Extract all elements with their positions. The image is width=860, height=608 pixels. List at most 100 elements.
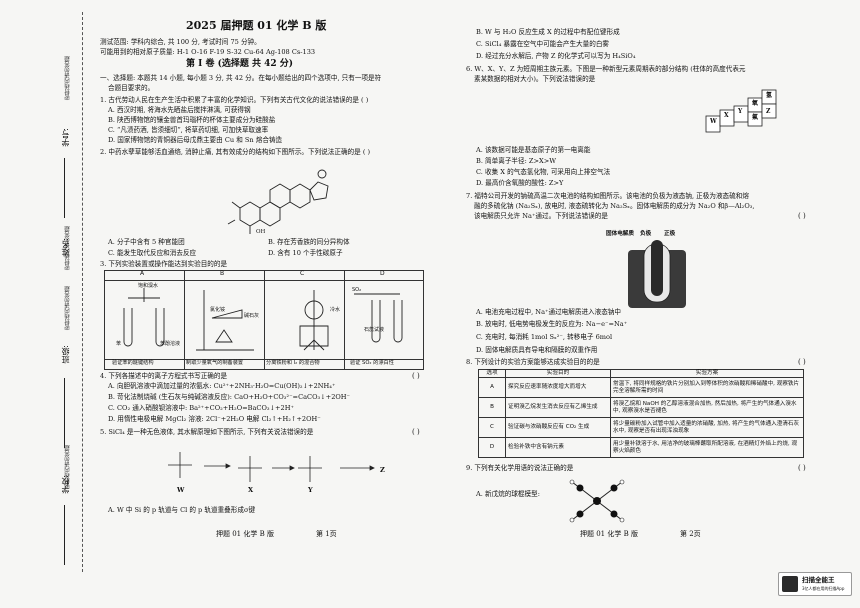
name-label: 姓名: [61,238,70,257]
q3-apparatus-table [104,270,424,370]
q1-option-c: C. “凡渍药酒, 皆须细切”, 将草药切细, 可加快草取速率 [108,126,269,134]
q5-x-label: X [248,486,254,494]
q4-option-c: C. CO₂ 通入硝酸钡溶液中: Ba²⁺+CO₂+H₂O=BaCO₃↓+2H⁺ [108,404,294,412]
q6-cube-periodic-figure [705,89,777,133]
q6-cube-w: W [710,118,717,125]
q8-row-d-option: D [478,437,506,458]
q2-option-a: A. 分子中含有 5 种官能团 [108,238,185,246]
q1-option-d: D. 国家博物馆的青铜器后母戊鼎主要由 Cu 和 Sn 熔合铸造 [108,136,283,144]
footer-left-page: 第 1页 [316,530,337,538]
q7-stem-line2: 融的多硫化钠 (Na₂Sₓ), 放电时, 液态硫转化为 Na₂Sₓ。固体电解质的… [474,202,755,210]
q8-row-c-option: C [478,417,506,438]
q3-apparatus-drawings [123,288,403,351]
q6-stem-line1: 6. W、X、Y、Z 为短周期主族元素。下图是一种新型元素周期表的部分结构 (柱… [466,65,746,73]
seal-note-mid2: 密封线内请勿答题 [65,286,71,330]
name-line [64,178,65,218]
q6-option-a: A. 该数据可能是基态原子的第一电离能 [476,146,591,154]
q7-option-a: A. 电池充电过程中, Na⁺通过电解质进入液态钠中 [476,308,622,316]
part1-intro-line2: 合题目要求的。 [108,84,155,92]
q7-negative-electrode: 负极 [640,231,652,237]
q3-a-phenol: 苯酚溶液 [160,341,181,347]
q8-answer-bracket: ( ) [798,358,806,366]
q7-answer-bracket: ( ) [798,212,806,220]
q3-stem: 3. 下列实验装置或操作能达到实验目的的是 [100,260,228,268]
scanner-watermark: 扫描全能王 3亿人都在用的扫描App [778,572,852,596]
q8-row-b-purpose: 证明溴乙烷发生消去反应有乙烯生成 [505,397,611,418]
q6-option-c: C. 收集 X 的气态氢化物, 可采用向上排空气法 [476,168,611,176]
q5-y-label: Y [308,486,313,494]
q4-stem: 4. 下列各描述中的离子方程式书写正确的是 [100,372,228,380]
q7-option-d: D. 固体电解质具有导电和隔膜的双重作用 [476,346,598,354]
q8-stem: 8. 下列设计的实验方案能够达成实验目的的是 [466,358,600,366]
q4-option-d: D. 用惰性电极电解 MgCl₂ 溶液: 2Cl⁻+2H₂O 电解 Cl₂↑+H… [108,415,321,423]
q3-caption-d: 验证 SO₂ 的漂白性 [350,360,394,366]
q8-head-plan: 实验方案 [610,369,804,378]
q8-row-a-plan: 常温下, 将同样规格的铁片分别加入到等体积的浓硝酸和稀硝酸中, 观察铁片完全溶解… [610,377,804,398]
q3-b-soda-lime: 碱石灰 [244,313,260,319]
q8-row-b-plan: 将溴乙烷和 NaOH 的乙醇溶液混合加热, 然后加热, 将产生的气体通入溴水中,… [610,397,804,418]
school-line [64,505,65,565]
q5-option-d: D. 经过充分水解后, 产物 Z 的化学式可以写为 H₄SiO₄ [476,52,636,60]
class-line [64,378,65,448]
q6-cube-z: Z [766,108,771,115]
q8-row-d-plan: 用少量补铁溶于水, 用洁净的玻璃棒蘸取所配溶液, 在酒精灯外焰上灼烧, 观察火焰… [610,437,804,458]
seal-dashed-line [82,12,83,572]
q2-option-b: B. 存在芳香族的同分异构体 [268,238,350,246]
q5-option-a: A. W 中 Si 的 p 轨道与 Cl 的 p 轨道重叠形成σ键 [108,506,256,514]
q6-cube-x: X [724,112,729,119]
q3-caption-b: 制取少量氧气的制备装置 [186,360,244,366]
q8-row-c-purpose: 验证碳与浓硝酸反应有 CO₂ 生成 [505,417,611,438]
student-no-label: 学号: [61,128,70,147]
q3-c-cold-water: 冷水 [330,307,341,313]
q5-z-label: Z [380,466,385,474]
footer-right-name: 押题 01 化学 B 版 [580,530,638,538]
q3-caption-a: 验证苯的醚键结构 [112,360,154,366]
q2-option-d: D. 含有 10 个手性碳原子 [268,249,343,257]
q6-option-d: D. 最高价含氧酸的酸性: Z>Y [476,179,564,187]
q4-option-b: B. 苛化法制烧碱 (生石灰与纯碱溶液反应): CaO+H₂O+CO₃²⁻=Ca… [108,393,351,401]
neopentane-ball-stick-model [569,479,625,523]
q3-a-benzene: 苯 [116,341,122,347]
q5-stem: 5. SiCl₄ 是一种无色液体, 其水解原理如下图所示, 下列有关说法错误的是 [100,428,314,436]
q8-head-purpose: 实验目的 [505,369,611,378]
q9-answer-bracket: ( ) [798,464,806,472]
q4-answer-bracket: ( ) [412,372,420,380]
q3-d-litmus: 石蕊试液 [364,327,385,333]
part1-heading: 第 I 卷 (选择题 共 42 分) [186,59,294,69]
q3-label-c: C [300,270,305,277]
q6-cube-fluorine: 氟 [752,114,759,121]
q1-option-b: B. 陕西博物馆的镶金兽首玛瑙杯的杯体主要成分为硅酸盐 [108,116,276,124]
q5-w-label: W [177,486,185,494]
q8-experiment-table: 选项 实验目的 实验方案 A 探究反应速率随浓度增大而增大 常温下, 将同样规格… [478,369,804,458]
q8-row-a-purpose: 探究反应速率随浓度增大而增大 [505,377,611,398]
q8-head-option: 选项 [478,369,506,378]
scanner-watermark-sub: 3亿人都在用的扫描App [802,586,845,591]
q3-label-b: B [220,270,225,277]
q1-option-a: A. 西汉时期, 将海水先晒盐后搅拌淋漓, 可获得钢 [108,106,251,114]
sicl4-hydrolysis-scheme [168,452,375,482]
q1-stem: 1. 古代劳动人民在生产生活中积累了丰富的化学知识。下列有关古代文化的说法错误的… [100,96,369,104]
q3-d-so2: SO₂ [352,287,362,293]
q8-row-a-option: A [478,377,506,398]
q6-cube-hydrogen: 氢 [766,92,773,99]
footer-left-name: 押题 01 化学 B 版 [216,530,274,538]
q3-b-ammonium-chloride: 氯化铵 [210,307,226,313]
steroid-structure-figure [227,169,329,234]
q9-stem: 9. 下列有关化学用语的说法正确的是 [466,464,574,472]
binding-margin: 密封线内请勿答题 学号: 密封线内请勿答题 姓名: 密封线内请勿答题 班级: 密… [0,0,90,608]
q6-cube-oxygen: 氧 [752,100,759,107]
q7-stem-line1: 7. 福特公司开发的钠硫高温二次电池的结构如图所示。该电池的负极为液态钠, 正极… [466,192,749,200]
q6-cube-y: Y [738,108,743,115]
exam-title: 2025 届押题 01 化学 B 版 [186,19,327,32]
part1-intro-line1: 一、选择题: 本题共 14 小题, 每小题 3 分, 共 42 分。在每小题给出… [100,74,382,82]
q5-option-b: B. W 与 H₂O 反应生成 X 的过程中有配位键形成 [476,28,620,36]
q8-row-d-purpose: 检验补铁中含有钠元素 [505,437,611,458]
school-label: 学校: [61,475,70,494]
footer-right-page: 第 2页 [680,530,701,538]
scanner-watermark-title: 扫描全能王 [802,576,835,584]
q8-row-c-plan: 将少量碳粉加入试管中加入适量的浓硝酸, 加热, 将产生的气体通入澄清石灰水中, … [610,417,804,438]
q8-row-b-option: B [478,397,506,418]
q7-option-b: B. 放电时, 低电势电极发生的反应为: Na−e⁻=Na⁺ [476,320,628,328]
q7-positive-electrode: 正极 [664,231,676,237]
